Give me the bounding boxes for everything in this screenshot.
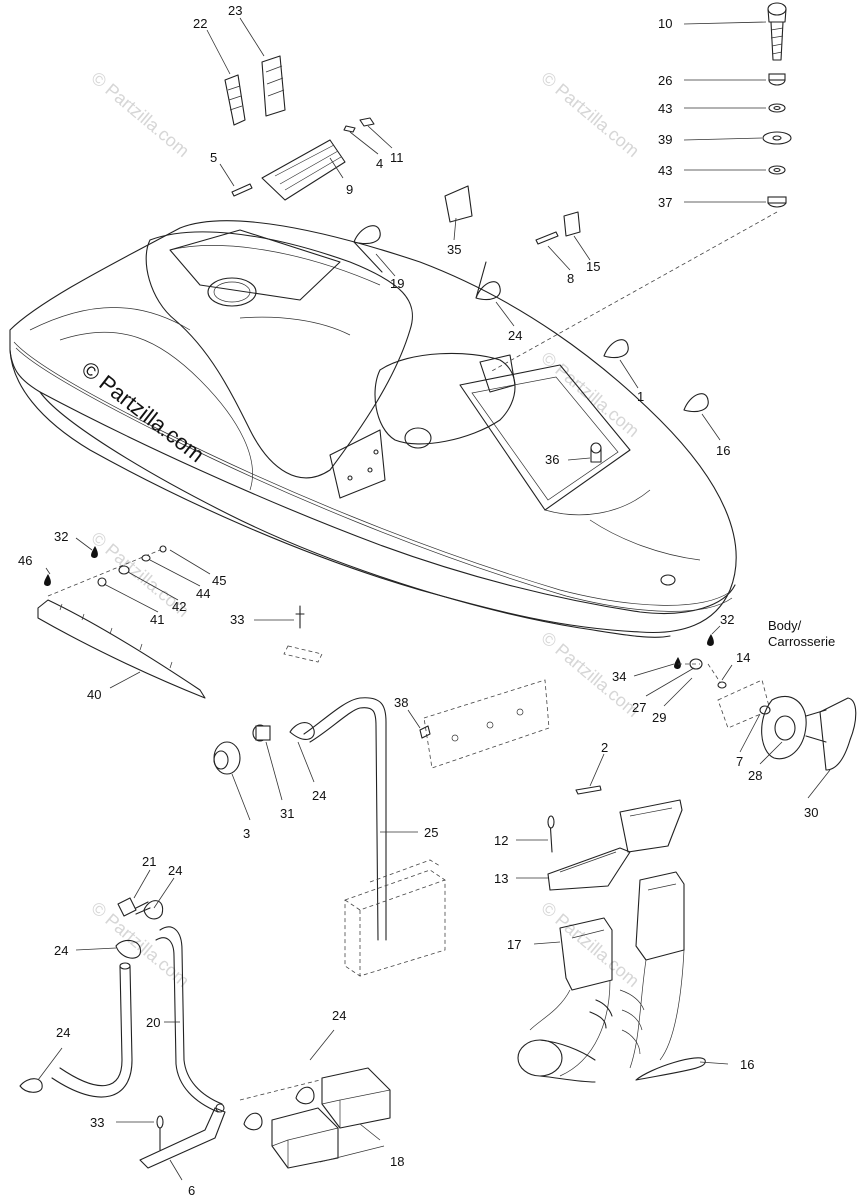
callout-31: 31 (280, 806, 294, 821)
battery-box (344, 859, 446, 977)
rail-40 (37, 545, 206, 699)
rivet-2 (575, 785, 602, 795)
callout-42: 42 (172, 599, 186, 614)
grommet-3-31 (213, 724, 271, 775)
callout-24e: 24 (56, 1025, 70, 1040)
faint-watermarks: © Partzilla.com © Partzilla.com © Partzi… (87, 68, 643, 991)
callout-40: 40 (87, 687, 101, 702)
callout-38: 38 (394, 695, 408, 710)
callout-labels: 10 26 43 39 43 37 22 23 5 4 11 9 19 35 8… (18, 3, 818, 1198)
callout-30: 30 (804, 805, 818, 820)
screw-8 (535, 231, 559, 245)
rivet-5 (231, 183, 253, 197)
callout-33b: 33 (90, 1115, 104, 1130)
callout-19: 19 (390, 276, 404, 291)
callout-24d: 24 (54, 943, 68, 958)
handle-bolt-stack (489, 2, 792, 373)
callout-6: 6 (188, 1183, 195, 1198)
callout-43b: 43 (658, 163, 672, 178)
callout-45: 45 (212, 573, 226, 588)
section-label-line2: Carrosserie (768, 634, 835, 649)
callout-1: 1 (637, 389, 644, 404)
callout-17: 17 (507, 937, 521, 952)
callout-22: 22 (193, 16, 207, 31)
callout-2: 2 (601, 740, 608, 755)
callout-10: 10 (658, 16, 672, 31)
cable-ties (353, 225, 709, 1081)
callout-41: 41 (150, 612, 164, 627)
callout-39: 39 (658, 132, 672, 147)
plate-38 (419, 679, 550, 769)
watermark-faint-2: © Partzilla.com (537, 68, 643, 161)
plate-15 (563, 211, 581, 237)
callout-43a: 43 (658, 101, 672, 116)
callout-35: 35 (447, 242, 461, 257)
watermark-faint-3: © Partzilla.com (537, 348, 643, 441)
sealant-drop-46 (44, 574, 51, 586)
callout-44: 44 (196, 586, 210, 601)
bracket-6 (139, 1107, 226, 1169)
callout-24c: 24 (168, 863, 182, 878)
callout-29: 29 (652, 710, 666, 725)
canisters-18 (239, 1067, 391, 1169)
callout-24f: 24 (332, 1008, 346, 1023)
callout-18: 18 (390, 1154, 404, 1169)
vent-grille-9 (261, 117, 375, 201)
callout-3: 3 (243, 826, 250, 841)
callout-28: 28 (748, 768, 762, 783)
steering-nozzle-28-30 (674, 634, 857, 771)
callout-11: 11 (390, 150, 404, 165)
callout-26: 26 (658, 73, 672, 88)
watermark-faint-1: © Partzilla.com (87, 68, 193, 161)
section-label: Body/ Carrosserie (768, 618, 835, 649)
hoses-20 (19, 897, 225, 1113)
tube-25 (289, 697, 387, 941)
sealant-drop-32a (91, 546, 98, 558)
callout-8: 8 (567, 271, 574, 286)
callout-20: 20 (146, 1015, 160, 1030)
callout-23: 23 (228, 3, 242, 18)
intake-ducts-12-13-17 (517, 799, 685, 1083)
callout-46: 46 (18, 553, 32, 568)
leader-lines (37, 17, 831, 1181)
callout-14: 14 (736, 650, 750, 665)
callout-12: 12 (494, 833, 508, 848)
callout-21: 21 (142, 854, 156, 869)
callout-9: 9 (346, 182, 353, 197)
callout-32b: 32 (720, 612, 734, 627)
clip-35 (444, 185, 473, 223)
section-label-line1: Body/ (768, 618, 802, 633)
callout-24a: 24 (508, 328, 522, 343)
callout-34: 34 (612, 669, 626, 684)
callout-7: 7 (736, 754, 743, 769)
bracket-22-23 (224, 55, 286, 126)
rivet-33-upper (283, 605, 323, 663)
callout-27: 27 (632, 700, 646, 715)
callout-16a: 16 (716, 443, 730, 458)
callout-33a: 33 (230, 612, 244, 627)
callout-4: 4 (376, 156, 383, 171)
callout-25: 25 (424, 825, 438, 840)
callout-24b: 24 (312, 788, 326, 803)
callout-13: 13 (494, 871, 508, 886)
watermark-main: © Partzilla.com (77, 356, 209, 467)
callout-36: 36 (545, 452, 559, 467)
callout-32a: 32 (54, 529, 68, 544)
callout-16b: 16 (740, 1057, 754, 1072)
callout-15: 15 (586, 259, 600, 274)
watermark-faint-7: © Partzilla.com (537, 898, 643, 991)
hull-body (9, 220, 737, 638)
callout-5: 5 (210, 150, 217, 165)
callout-37: 37 (658, 195, 672, 210)
watermark-faint-5: © Partzilla.com (537, 628, 643, 721)
